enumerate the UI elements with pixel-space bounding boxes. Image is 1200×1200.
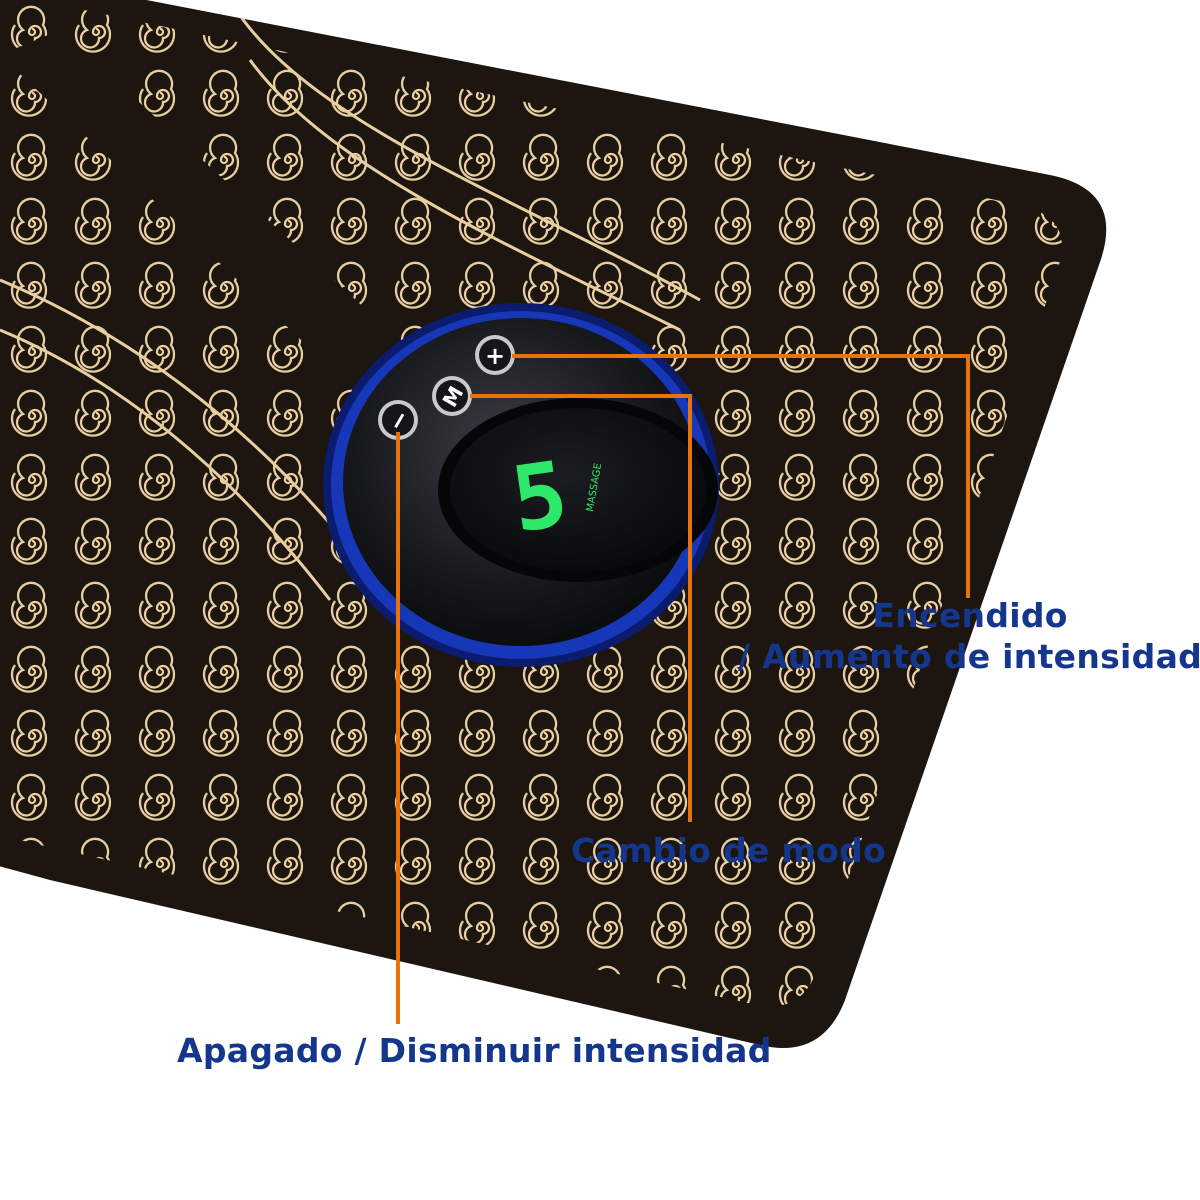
controller: 5 MASSAGE + M − (323, 303, 719, 667)
leader-line-power-on (512, 354, 970, 598)
plus-icon: + (485, 342, 505, 370)
leader-line-mode (470, 394, 692, 822)
power-on-label-line2: / Aumento de intensidad (738, 637, 1200, 677)
leader-lines (396, 354, 970, 1024)
mode-change-label: Cambio de modo (571, 831, 887, 870)
power-off-label: Apagado / Disminuir intensidad (177, 1031, 772, 1070)
minus-button[interactable]: − (378, 400, 418, 440)
power-on-label: Encendido / Aumento de intensidad (738, 595, 1200, 678)
power-on-label-line1: Encendido (872, 596, 1068, 635)
mode-button[interactable]: M (432, 376, 472, 416)
display-screen: 5 MASSAGE (438, 398, 718, 582)
plus-button[interactable]: + (475, 335, 515, 375)
